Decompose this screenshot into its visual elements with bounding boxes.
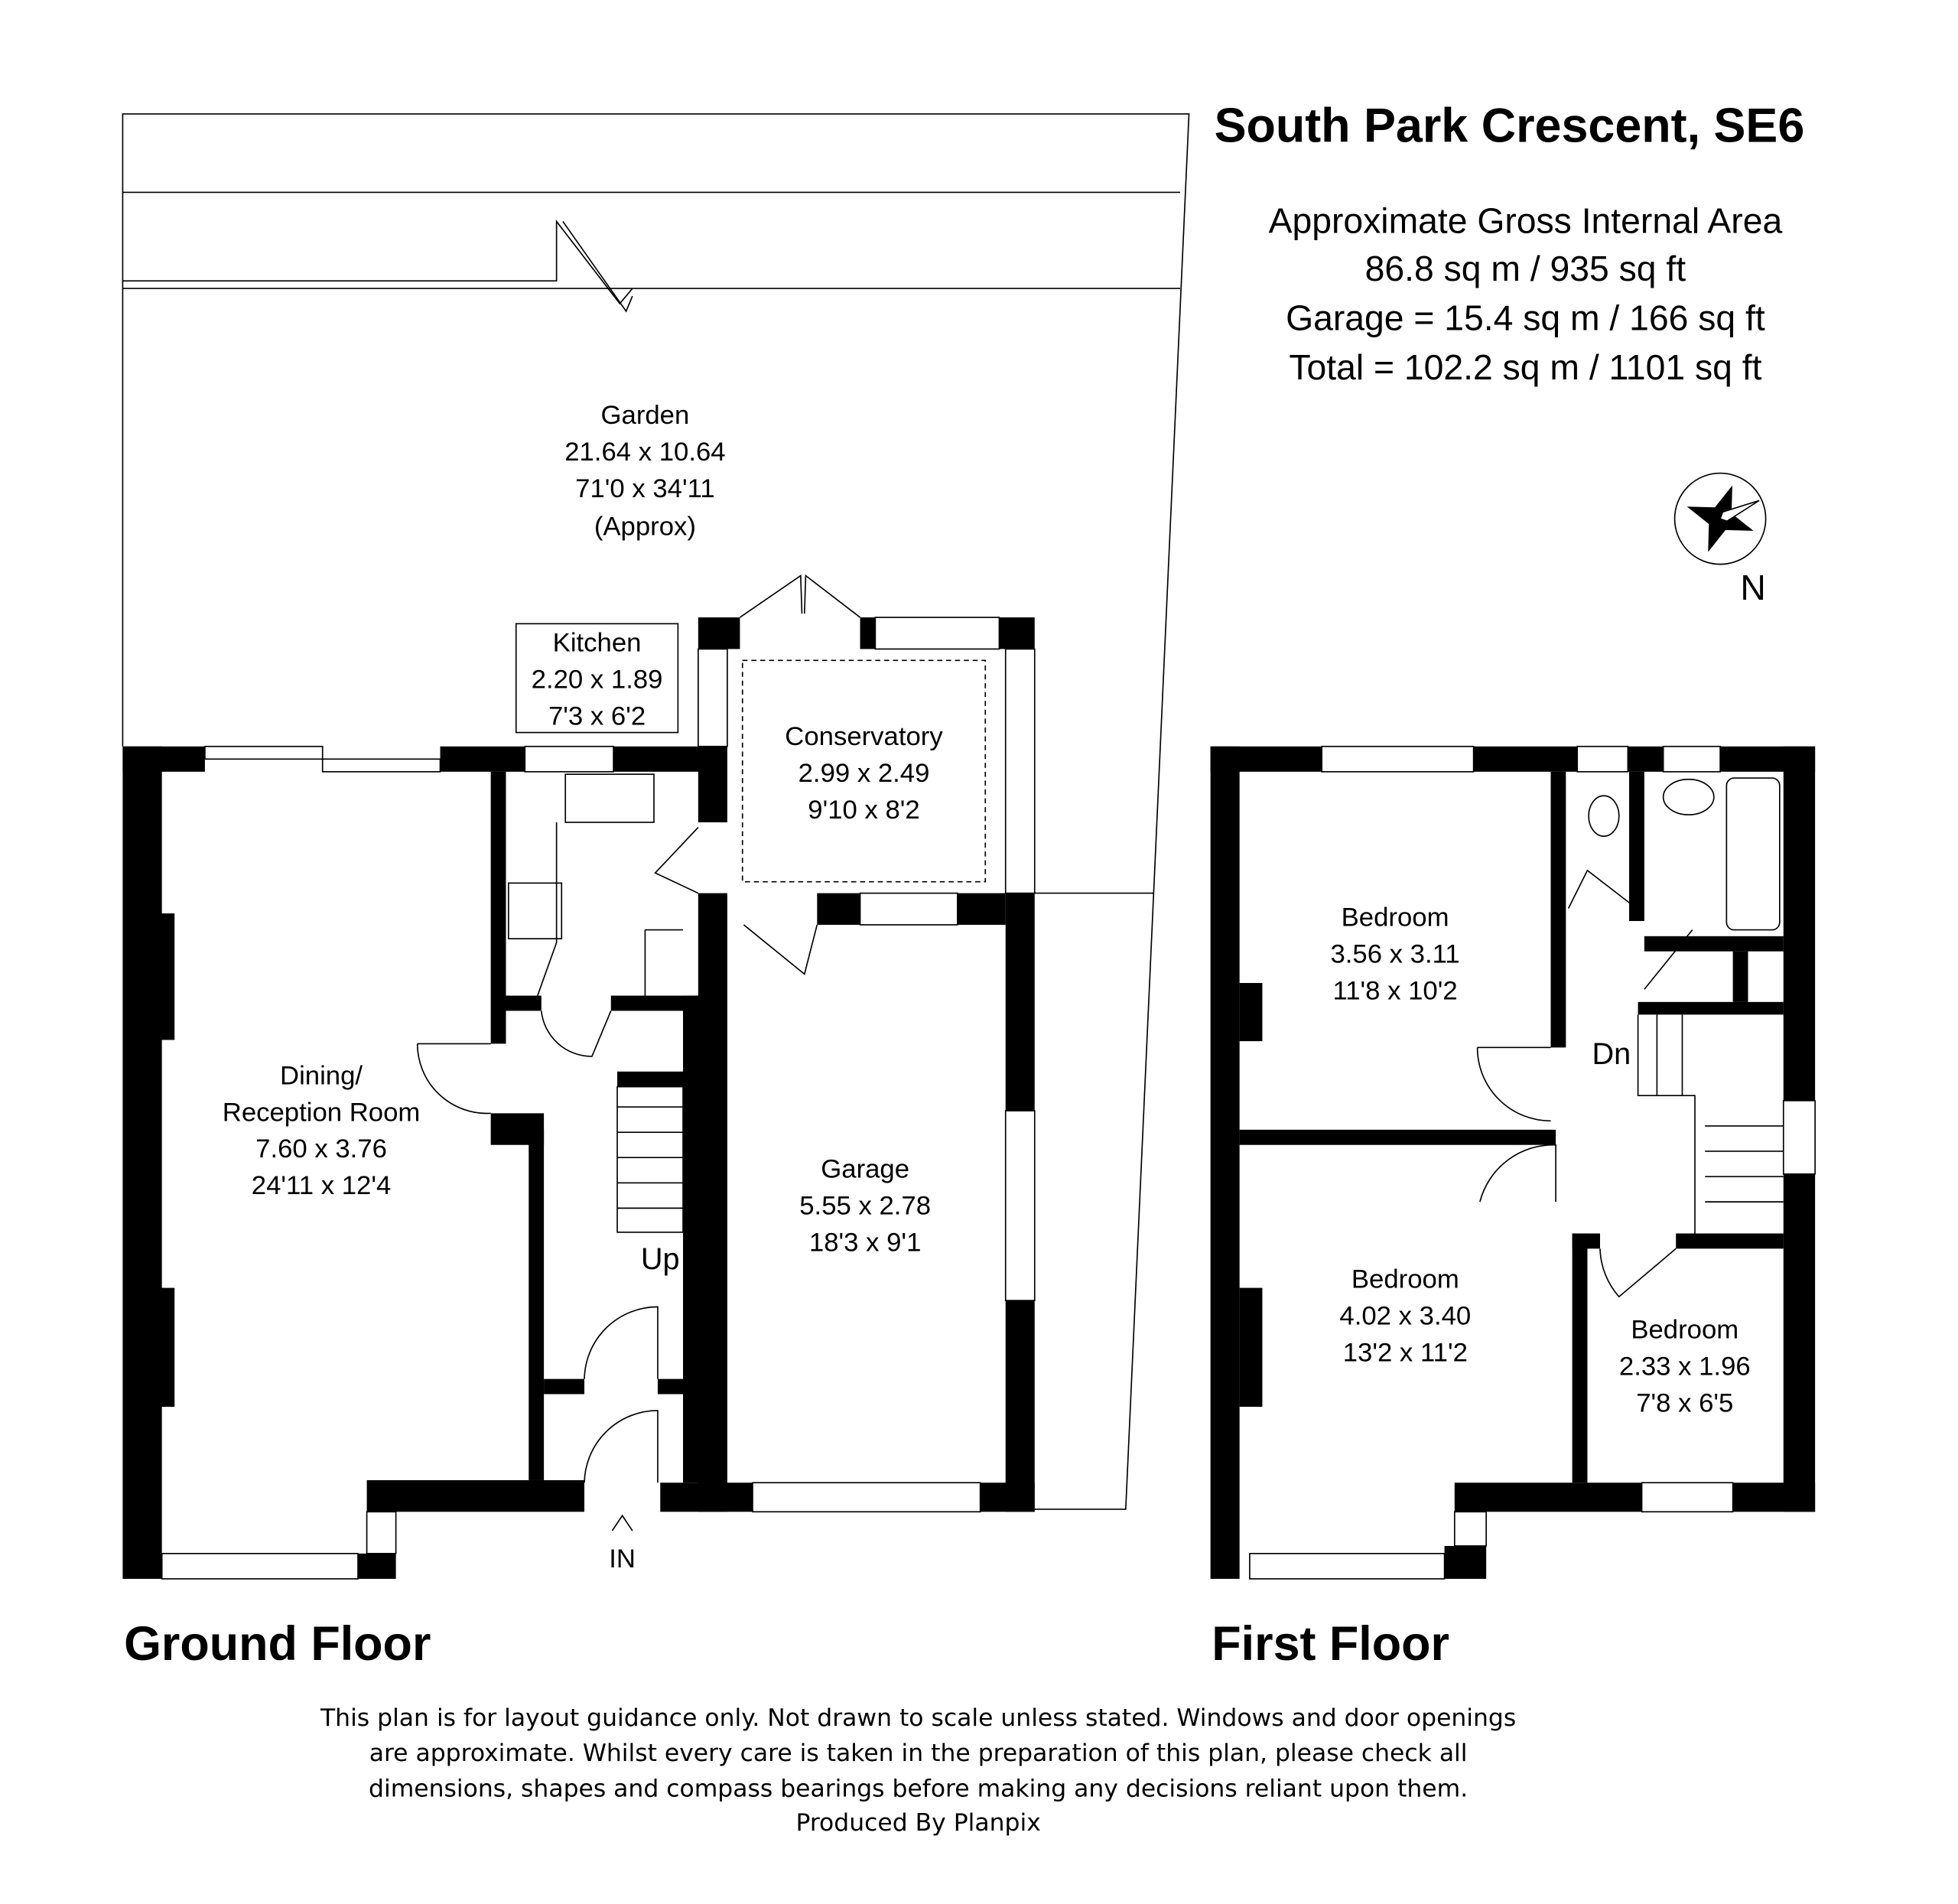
room-conservatory: Conservatory 2.99 x 2.49 9'10 x 8'2 [785,722,943,825]
area-total: Total = 102.2 sq m / 1101 sq ft [1289,347,1761,387]
svg-text:Bedroom: Bedroom [1351,1265,1459,1294]
stairs-down-label: Dn [1592,1037,1631,1071]
svg-text:13'2 x 11'2: 13'2 x 11'2 [1343,1338,1468,1367]
svg-text:4.02 x 3.40: 4.02 x 3.40 [1339,1302,1471,1331]
area-main: 86.8 sq m / 935 sq ft [1365,249,1686,288]
first-floor-walls [1210,745,1816,1580]
area-garage: Garage = 15.4 sq m / 166 sq ft [1286,298,1765,338]
svg-text:7'8 x 6'5: 7'8 x 6'5 [1636,1389,1733,1418]
stairs-up-label: Up [641,1242,680,1276]
svg-text:Garden: Garden [601,401,690,430]
svg-text:Produced By Planpix: Produced By Planpix [795,1809,1040,1837]
room-bedroom-2: Bedroom 4.02 x 3.40 13'2 x 11'2 [1339,1265,1471,1368]
svg-text:(Approx): (Approx) [594,513,696,542]
ground-floor-label: Ground Floor [124,1617,431,1671]
svg-text:Bedroom: Bedroom [1342,903,1449,932]
svg-text:21.64 x 10.64: 21.64 x 10.64 [564,438,725,467]
room-kitchen: Kitchen 2.20 x 1.89 7'3 x 6'2 [515,623,679,734]
ground-floor-fittings [416,773,684,1531]
svg-text:2.99 x 2.49: 2.99 x 2.49 [798,759,930,788]
svg-text:9'10 x 8'2: 9'10 x 8'2 [808,796,919,825]
svg-text:Kitchen: Kitchen [553,629,642,658]
room-bedroom-1: Bedroom 3.56 x 3.11 11'8 x 10'2 [1330,903,1459,1006]
svg-text:Bedroom: Bedroom [1631,1316,1738,1345]
svg-text:2.33 x 1.96: 2.33 x 1.96 [1619,1352,1751,1382]
svg-text:This plan is for layout guidan: This plan is for layout guidance only. N… [320,1704,1516,1732]
svg-text:Conservatory: Conservatory [785,722,943,751]
svg-text:3.56 x 3.11: 3.56 x 3.11 [1330,940,1459,969]
first-floor-label: First Floor [1212,1617,1449,1671]
svg-text:24'11 x 12'4: 24'11 x 12'4 [252,1171,391,1200]
svg-text:dimensions, shapes and compass: dimensions, shapes and compass bearings … [369,1775,1468,1802]
svg-text:2.20 x 1.89: 2.20 x 1.89 [532,666,663,695]
compass-north-label: N [1740,568,1765,607]
svg-text:7'3 x 6'2: 7'3 x 6'2 [548,702,646,731]
first-floor-fittings [1476,777,1784,1298]
compass-icon [1673,472,1767,565]
room-garden: Garden 21.64 x 10.64 71'0 x 34'11 (Appro… [564,401,725,542]
room-dining-reception: Dining/ Reception Room 7.60 x 3.76 24'11… [223,1061,421,1200]
room-bedroom-3: Bedroom 2.33 x 1.96 7'8 x 6'5 [1619,1316,1751,1418]
garden-boundary [122,113,1190,1510]
property-title: South Park Crescent, SE6 [1215,99,1805,152]
svg-text:5.55 x 2.78: 5.55 x 2.78 [799,1192,931,1221]
entrance-label: IN [609,1544,636,1574]
ground-floor-walls [122,574,1036,1580]
svg-text:71'0 x 34'11: 71'0 x 34'11 [575,474,715,503]
svg-text:Garage: Garage [821,1155,909,1184]
area-heading: Approximate Gross Internal Area [1269,200,1783,240]
svg-text:Reception Room: Reception Room [223,1098,421,1127]
room-garage: Garage 5.55 x 2.78 18'3 x 9'1 [799,1155,931,1258]
svg-text:11'8 x 10'2: 11'8 x 10'2 [1332,977,1457,1006]
disclaimer: This plan is for layout guidance only. N… [320,1704,1516,1837]
svg-text:Dining/: Dining/ [280,1061,363,1090]
svg-text:7.60 x 3.76: 7.60 x 3.76 [255,1134,387,1164]
svg-text:are approximate. Whilst every: are approximate. Whilst every care is ta… [369,1740,1468,1767]
svg-text:18'3 x 9'1: 18'3 x 9'1 [809,1229,921,1258]
